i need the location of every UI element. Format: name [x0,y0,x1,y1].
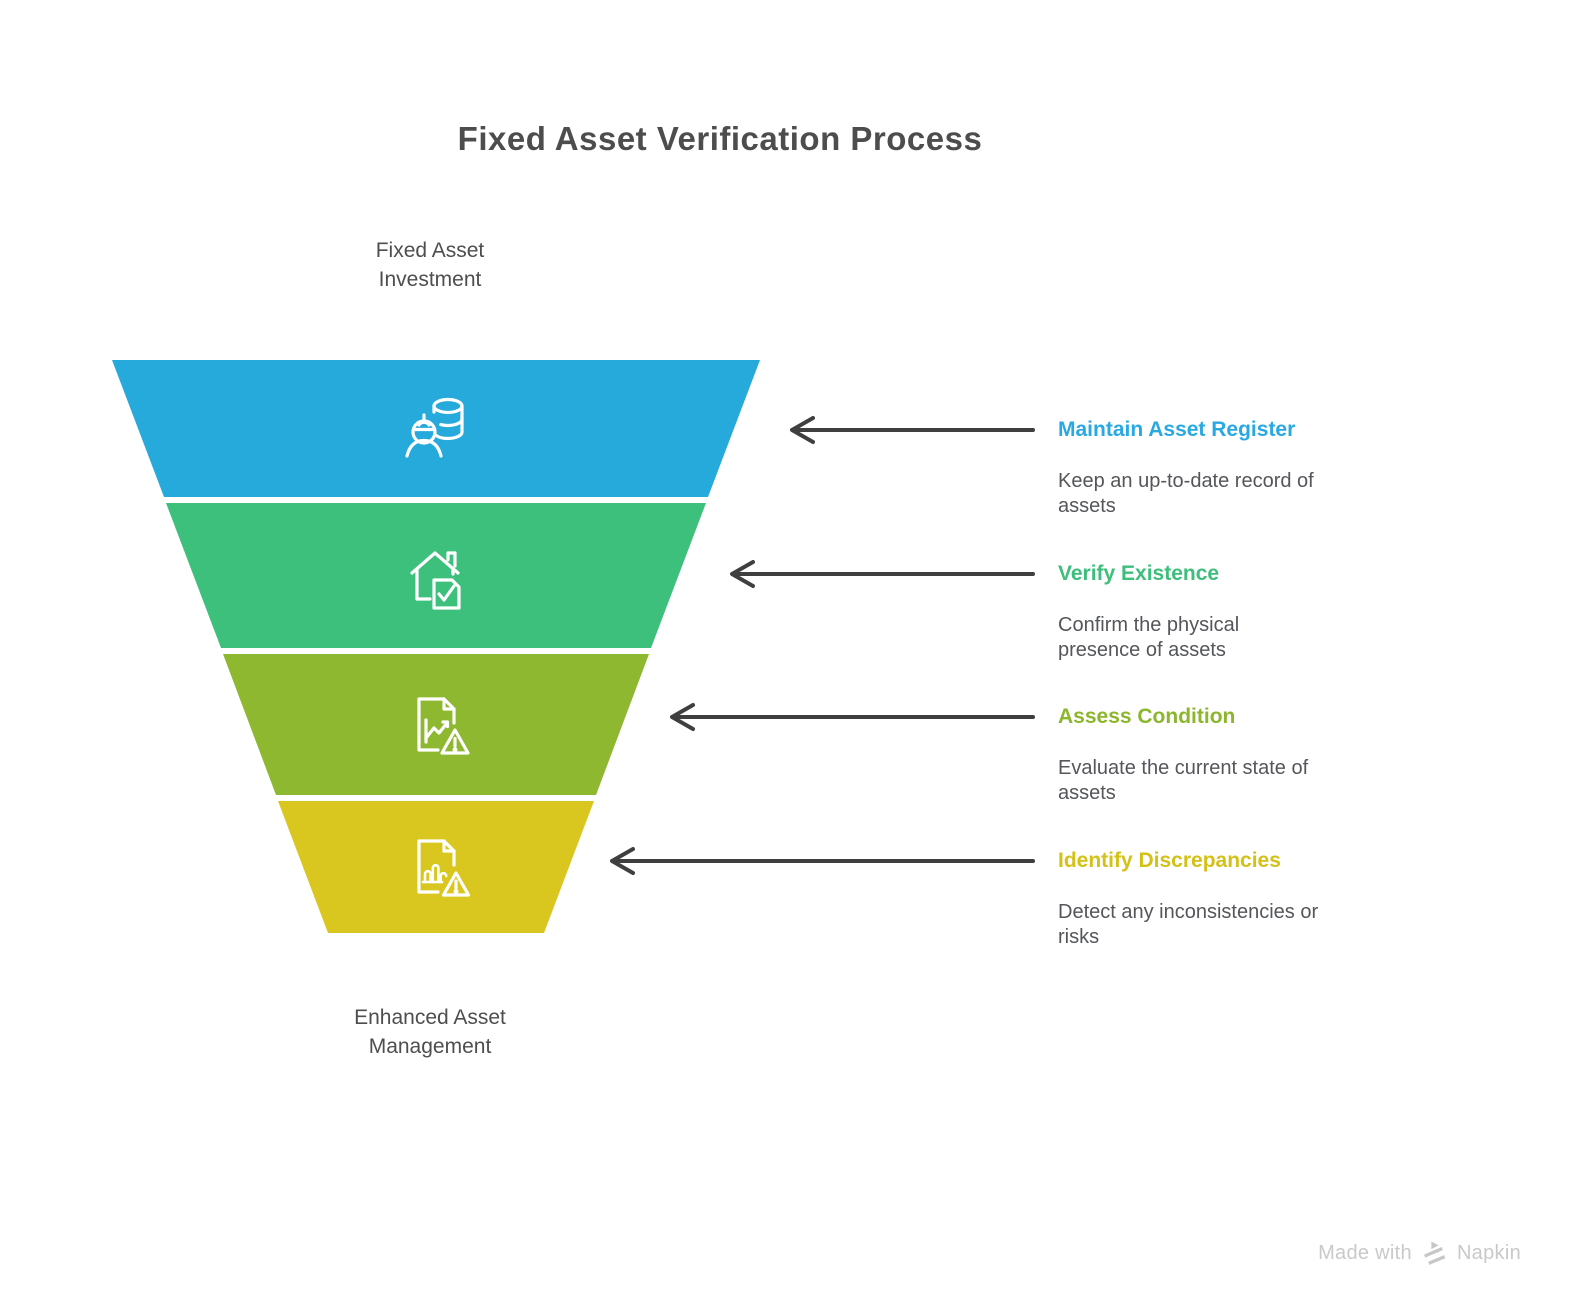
page-title: Fixed Asset Verification Process [457,120,983,158]
step-heading: Verify Existence [1058,562,1220,585]
funnel-input-label: Fixed Asset Investment [375,239,485,291]
funnel-segment-maintain-asset-register [112,360,760,497]
napkin-logo-icon [1424,1241,1446,1265]
funnel-output-label: Enhanced Asset Management [354,1006,506,1058]
napkin-brand-text: Napkin [1456,1242,1521,1264]
arrow-assess-condition [665,699,1037,735]
step-heading: Assess Condition [1058,705,1236,728]
step-description: Detect any inconsistencies or risks [1058,901,1319,948]
step-heading: Identify Discrepancies [1058,849,1281,872]
step-assess-condition: Assess Condition Evaluate the current st… [1058,704,1358,805]
left-arrow-icon [790,416,1035,444]
left-arrow-icon [670,703,1035,731]
chart-warning-icon [417,839,471,897]
funnel [112,360,760,933]
step-heading: Maintain Asset Register [1058,418,1296,441]
funnel-segment-verify-existence [166,503,706,648]
step-identify-discrepancies: Identify Discrepancies Detect any incons… [1058,848,1358,949]
arrow-identify-discrepancies [605,843,1037,879]
report-warning-icon [417,696,470,755]
worker-coins-icon [405,397,464,458]
step-maintain-asset-register: Maintain Asset Register Keep an up-to-da… [1058,417,1358,518]
arrow-maintain-asset-register [785,412,1037,448]
made-with-text: Made with [1318,1242,1412,1264]
step-description: Confirm the physical presence of assets [1058,614,1240,661]
step-verify-existence: Verify Existence Confirm the physical pr… [1058,561,1358,662]
house-check-icon [410,550,461,610]
arrow-verify-existence [725,556,1037,592]
funnel-segment-identify-discrepancies [278,801,594,933]
funnel-segment-assess-condition [223,654,649,795]
step-description: Keep an up-to-date record of assets [1058,470,1314,517]
made-with-napkin-credit: Made with Napkin [1318,1240,1521,1267]
step-description: Evaluate the current state of assets [1058,757,1309,804]
left-arrow-icon [730,560,1035,588]
left-arrow-icon [610,847,1035,875]
